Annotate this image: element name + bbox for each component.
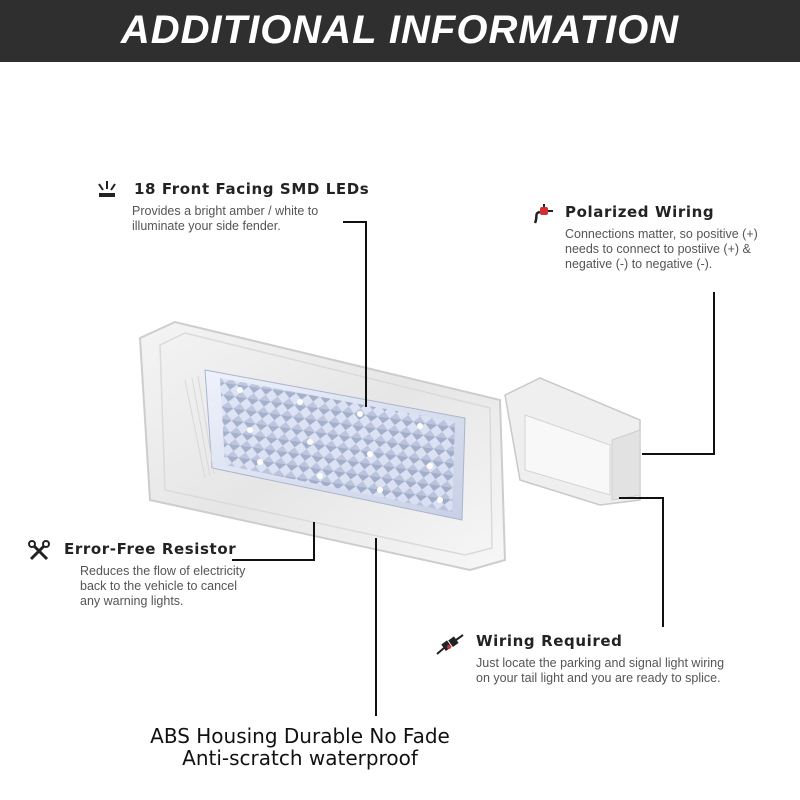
housing-text-line2: Anti-scratch waterproof — [182, 746, 418, 770]
feature-polarized-description: Connections matter, so positive (+) need… — [565, 227, 758, 271]
feature-wiring-title: Wiring Required — [476, 632, 623, 650]
pointer-line-wiring-v — [662, 497, 664, 627]
connector-icon — [436, 634, 464, 661]
feature-polarized-title: Polarized Wiring — [565, 203, 715, 221]
pointer-line-leds — [343, 221, 366, 223]
feature-resistor-description: Reduces the flow of electricity back to … — [80, 564, 246, 608]
pointer-line-resistor-h — [232, 559, 315, 561]
header-banner: ADDITIONAL INFORMATION — [0, 0, 800, 62]
pointer-line-polarized-v — [713, 292, 715, 455]
pointer-line-resistor-v — [313, 522, 315, 560]
led-panel — [204, 369, 466, 521]
feature-wiring-description: Just locate the parking and signal light… — [476, 656, 725, 685]
feature-leds: 18 Front Facing SMD LEDs Provides a brig… — [96, 180, 369, 234]
pointer-line-wiring-h — [619, 497, 664, 499]
connector-housing — [504, 377, 641, 506]
pointer-line-leds-v — [365, 221, 367, 407]
plug-wire-icon — [532, 203, 556, 232]
tools-icon — [28, 540, 50, 567]
pointer-line-housing — [375, 538, 377, 716]
housing-text-line1: ABS Housing Durable No Fade — [150, 724, 450, 748]
feature-polarized: Polarized Wiring Connections matter, so … — [532, 203, 758, 272]
feature-leds-description: Provides a bright amber / white to illum… — [132, 204, 319, 233]
feature-wiring: Wiring Required Just locate the parking … — [436, 632, 724, 686]
feature-resistor-title: Error-Free Resistor — [64, 540, 237, 558]
feature-resistor: Error-Free Resistor Reduces the flow of … — [28, 540, 245, 609]
banner-title: ADDITIONAL INFORMATION — [120, 8, 680, 52]
pointer-line-polarized-h — [642, 453, 715, 455]
led-light-icon — [96, 180, 118, 205]
feature-leds-title: 18 Front Facing SMD LEDs — [134, 180, 370, 198]
